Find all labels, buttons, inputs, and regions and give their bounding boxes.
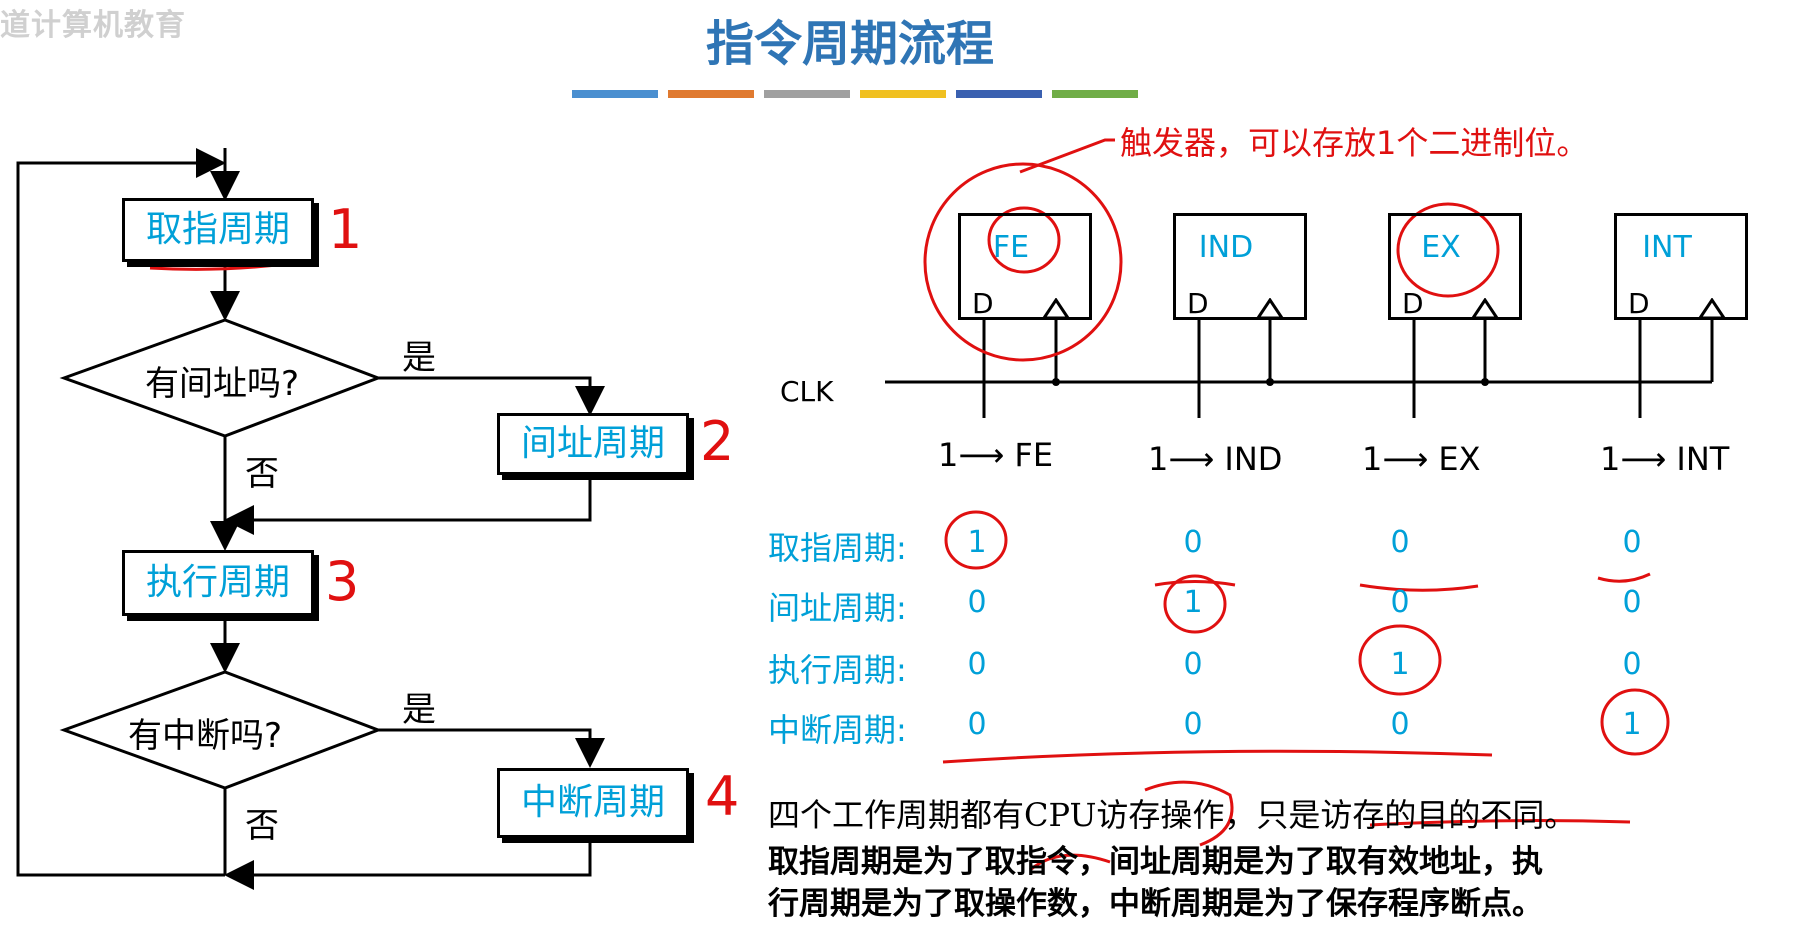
flipflop-set-label: 1⟶ EX [1362, 440, 1481, 478]
title-bar-segment [860, 90, 946, 98]
state-cell: 0 [967, 585, 987, 620]
flipflop-name: IND [1198, 230, 1254, 265]
indirect-cycle-label: 间址周期 [520, 423, 665, 464]
state-cell: 0 [1622, 525, 1642, 560]
flipflop-name: FE [992, 230, 1030, 265]
note-line-1: 四个工作周期都有CPU访存操作，只是访存的目的不同。 [768, 796, 1577, 834]
marker-3: 3 [325, 550, 360, 613]
state-cell: 0 [967, 707, 987, 742]
note-line-2: 取指周期是为了取指令，间址周期是为了取有效地址，执 [768, 844, 1543, 880]
flipflop-box [1173, 213, 1307, 320]
indirect-cycle-box: 间址周期 [497, 413, 689, 475]
clock-edge-icon [1042, 298, 1070, 320]
state-cell: 0 [1390, 707, 1410, 742]
state-cell: 0 [1390, 585, 1410, 620]
interrupt-cycle-label: 中断周期 [520, 782, 665, 823]
marker-2: 2 [700, 410, 735, 473]
flipflop-set-label: 1⟶ INT [1600, 440, 1730, 478]
state-cell: 0 [1183, 525, 1203, 560]
state-row-label: 执行周期: [768, 651, 907, 689]
flipflop-box [1388, 213, 1522, 320]
flipflop-d-input: D [1187, 287, 1209, 320]
state-row-label: 中断周期: [768, 711, 907, 749]
flipflop-d-input: D [1402, 287, 1424, 320]
title-bar-segment [764, 90, 850, 98]
clock-edge-icon [1256, 298, 1284, 320]
interrupt-question: 有中断吗? [128, 716, 283, 756]
state-cell: 1 [967, 525, 987, 560]
flipflop-set-label: 1⟶ FE [938, 436, 1054, 474]
indirect-question: 有间址吗? [145, 364, 300, 404]
state-cell: 0 [967, 647, 987, 682]
page-title: 指令周期流程 [705, 16, 994, 72]
flipflop-name: EX [1421, 230, 1461, 265]
flipflop-d-input: D [1628, 287, 1650, 320]
flipflop-callout: 触发器，可以存放1个二进制位。 [1120, 124, 1589, 162]
state-cell: 0 [1183, 647, 1203, 682]
title-bar-segment [1052, 90, 1138, 98]
state-cell: 0 [1622, 585, 1642, 620]
clk-label: CLK [780, 375, 834, 408]
flipflop-d-input: D [972, 287, 994, 320]
fetch-cycle-box: 取指周期 [122, 198, 314, 262]
title-bar-segment [572, 90, 658, 98]
state-cell: 1 [1622, 707, 1642, 742]
flipflop-box [958, 213, 1092, 320]
state-row-label: 间址周期: [768, 589, 907, 627]
execute-cycle-label: 执行周期 [145, 562, 290, 603]
interrupt-cycle-box: 中断周期 [497, 768, 689, 838]
indirect-no-label: 否 [245, 454, 279, 494]
indirect-yes-label: 是 [402, 338, 436, 378]
marker-4: 4 [705, 765, 740, 828]
state-row-label: 取指周期: [768, 529, 907, 567]
flipflop-set-label: 1⟶ IND [1148, 440, 1283, 478]
interrupt-yes-label: 是 [402, 690, 436, 730]
state-cell: 1 [1183, 585, 1203, 620]
note-line-3: 行周期是为了取操作数，中断周期是为了保存程序断点。 [768, 886, 1543, 922]
flipflop-box [1614, 213, 1748, 320]
watermark: 道计算机教育 [0, 8, 186, 43]
clock-edge-icon [1698, 298, 1726, 320]
state-cell: 0 [1390, 525, 1410, 560]
fetch-cycle-label: 取指周期 [145, 209, 290, 250]
state-cell: 0 [1622, 647, 1642, 682]
execute-cycle-box: 执行周期 [122, 550, 314, 616]
state-cell: 0 [1183, 707, 1203, 742]
title-bar-segment [956, 90, 1042, 98]
marker-1: 1 [328, 198, 363, 261]
interrupt-no-label: 否 [245, 806, 279, 846]
state-cell: 1 [1390, 647, 1410, 682]
title-bar-segment [668, 90, 754, 98]
clock-edge-icon [1471, 298, 1499, 320]
flipflop-name: INT [1642, 230, 1692, 265]
